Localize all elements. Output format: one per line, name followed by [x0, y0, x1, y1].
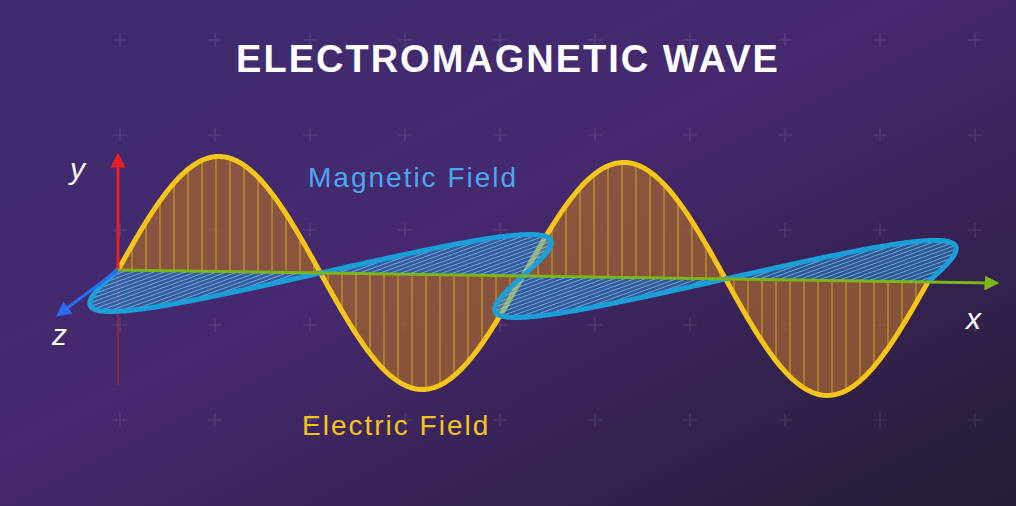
- grid-mark: [303, 128, 317, 142]
- grid-mark: [113, 128, 127, 142]
- field-hatch: [692, 221, 693, 278]
- grid-mark: [208, 413, 222, 427]
- grid-mark: [113, 33, 127, 47]
- field-hatch: [91, 271, 188, 306]
- field-hatch: [398, 274, 399, 381]
- field-hatch: [545, 278, 648, 315]
- field-hatch: [174, 183, 175, 271]
- field-hatch: [636, 165, 637, 278]
- grid-mark: [303, 318, 317, 332]
- grid-mark: [588, 413, 602, 427]
- field-hatch: [804, 280, 805, 388]
- grid-mark: [493, 128, 507, 142]
- field-hatch: [230, 158, 231, 271]
- field-hatch: [440, 275, 441, 385]
- grid-mark: [113, 413, 127, 427]
- field-hatch: [594, 174, 595, 277]
- axis-label: x: [966, 302, 981, 336]
- grid-mark: [683, 413, 697, 427]
- field-hatch: [664, 184, 665, 278]
- field-hatch: [216, 157, 217, 272]
- axis-label: z: [52, 318, 67, 352]
- grid-mark: [398, 223, 412, 237]
- grid-marks: [113, 33, 982, 427]
- grid-mark: [968, 33, 982, 47]
- field-hatch: [790, 280, 791, 377]
- field-hatch: [678, 201, 679, 278]
- grid-mark: [208, 318, 222, 332]
- grid-mark: [398, 128, 412, 142]
- field-hatch: [286, 214, 287, 273]
- grid-mark: [588, 128, 602, 142]
- field-hatch: [860, 281, 861, 381]
- field-hatch: [202, 160, 203, 271]
- y-axis: [117, 160, 120, 270]
- field-hatch: [412, 274, 413, 388]
- field-hatch: [552, 226, 553, 276]
- grid-mark: [968, 223, 982, 237]
- grid-mark: [778, 223, 792, 237]
- axis-label: y: [70, 152, 85, 186]
- field-hatch: [818, 280, 819, 394]
- grid-mark: [683, 128, 697, 142]
- field-hatch: [454, 275, 455, 376]
- field-hatch: [902, 282, 903, 327]
- grid-mark: [113, 318, 127, 332]
- field-hatch: [566, 205, 567, 276]
- field-hatch: [244, 165, 245, 272]
- field-hatch: [622, 162, 623, 277]
- grid-mark: [683, 318, 697, 332]
- field-label: Electric Field: [302, 410, 490, 442]
- field-hatch: [846, 281, 847, 391]
- grid-mark: [968, 413, 982, 427]
- field-hatch: [356, 274, 357, 334]
- grid-mark: [778, 413, 792, 427]
- field-hatch: [482, 275, 483, 343]
- field-hatch: [160, 201, 161, 271]
- grid-mark: [873, 33, 887, 47]
- grid-mark: [113, 223, 127, 237]
- field-hatch: [342, 273, 343, 311]
- grid-mark: [493, 413, 507, 427]
- title: ELECTROMAGNETIC WAVE: [236, 38, 780, 81]
- field-hatch: [188, 169, 189, 271]
- field-hatch: [762, 279, 763, 341]
- field-hatch: [370, 274, 371, 354]
- field-hatch: [874, 281, 875, 366]
- field-hatch: [858, 246, 955, 281]
- field-hatch: [580, 188, 581, 277]
- field-hatch: [146, 222, 147, 270]
- grid-mark: [873, 413, 887, 427]
- grid-mark: [968, 128, 982, 142]
- grid-mark: [778, 33, 792, 47]
- x-axis: [118, 270, 992, 283]
- grid-mark: [588, 318, 602, 332]
- field-hatch: [468, 275, 469, 362]
- grid-mark: [873, 128, 887, 142]
- grid-mark: [208, 33, 222, 47]
- field-hatch: [258, 177, 259, 272]
- grid-mark: [303, 223, 317, 237]
- field-hatch: [384, 274, 385, 370]
- field-hatch: [888, 281, 889, 348]
- grid-mark: [208, 128, 222, 142]
- field-hatch: [748, 279, 749, 318]
- field-hatch: [776, 280, 777, 361]
- field-hatch: [608, 166, 609, 277]
- field-hatch: [272, 194, 273, 273]
- field-hatch: [426, 275, 427, 390]
- grid-mark: [778, 128, 792, 142]
- grid-mark: [873, 223, 887, 237]
- field-label: Magnetic Field: [308, 162, 518, 194]
- z-axis: [62, 270, 118, 312]
- field-hatch: [650, 172, 651, 278]
- field-hatch: [458, 241, 551, 275]
- field-hatch: [832, 281, 833, 396]
